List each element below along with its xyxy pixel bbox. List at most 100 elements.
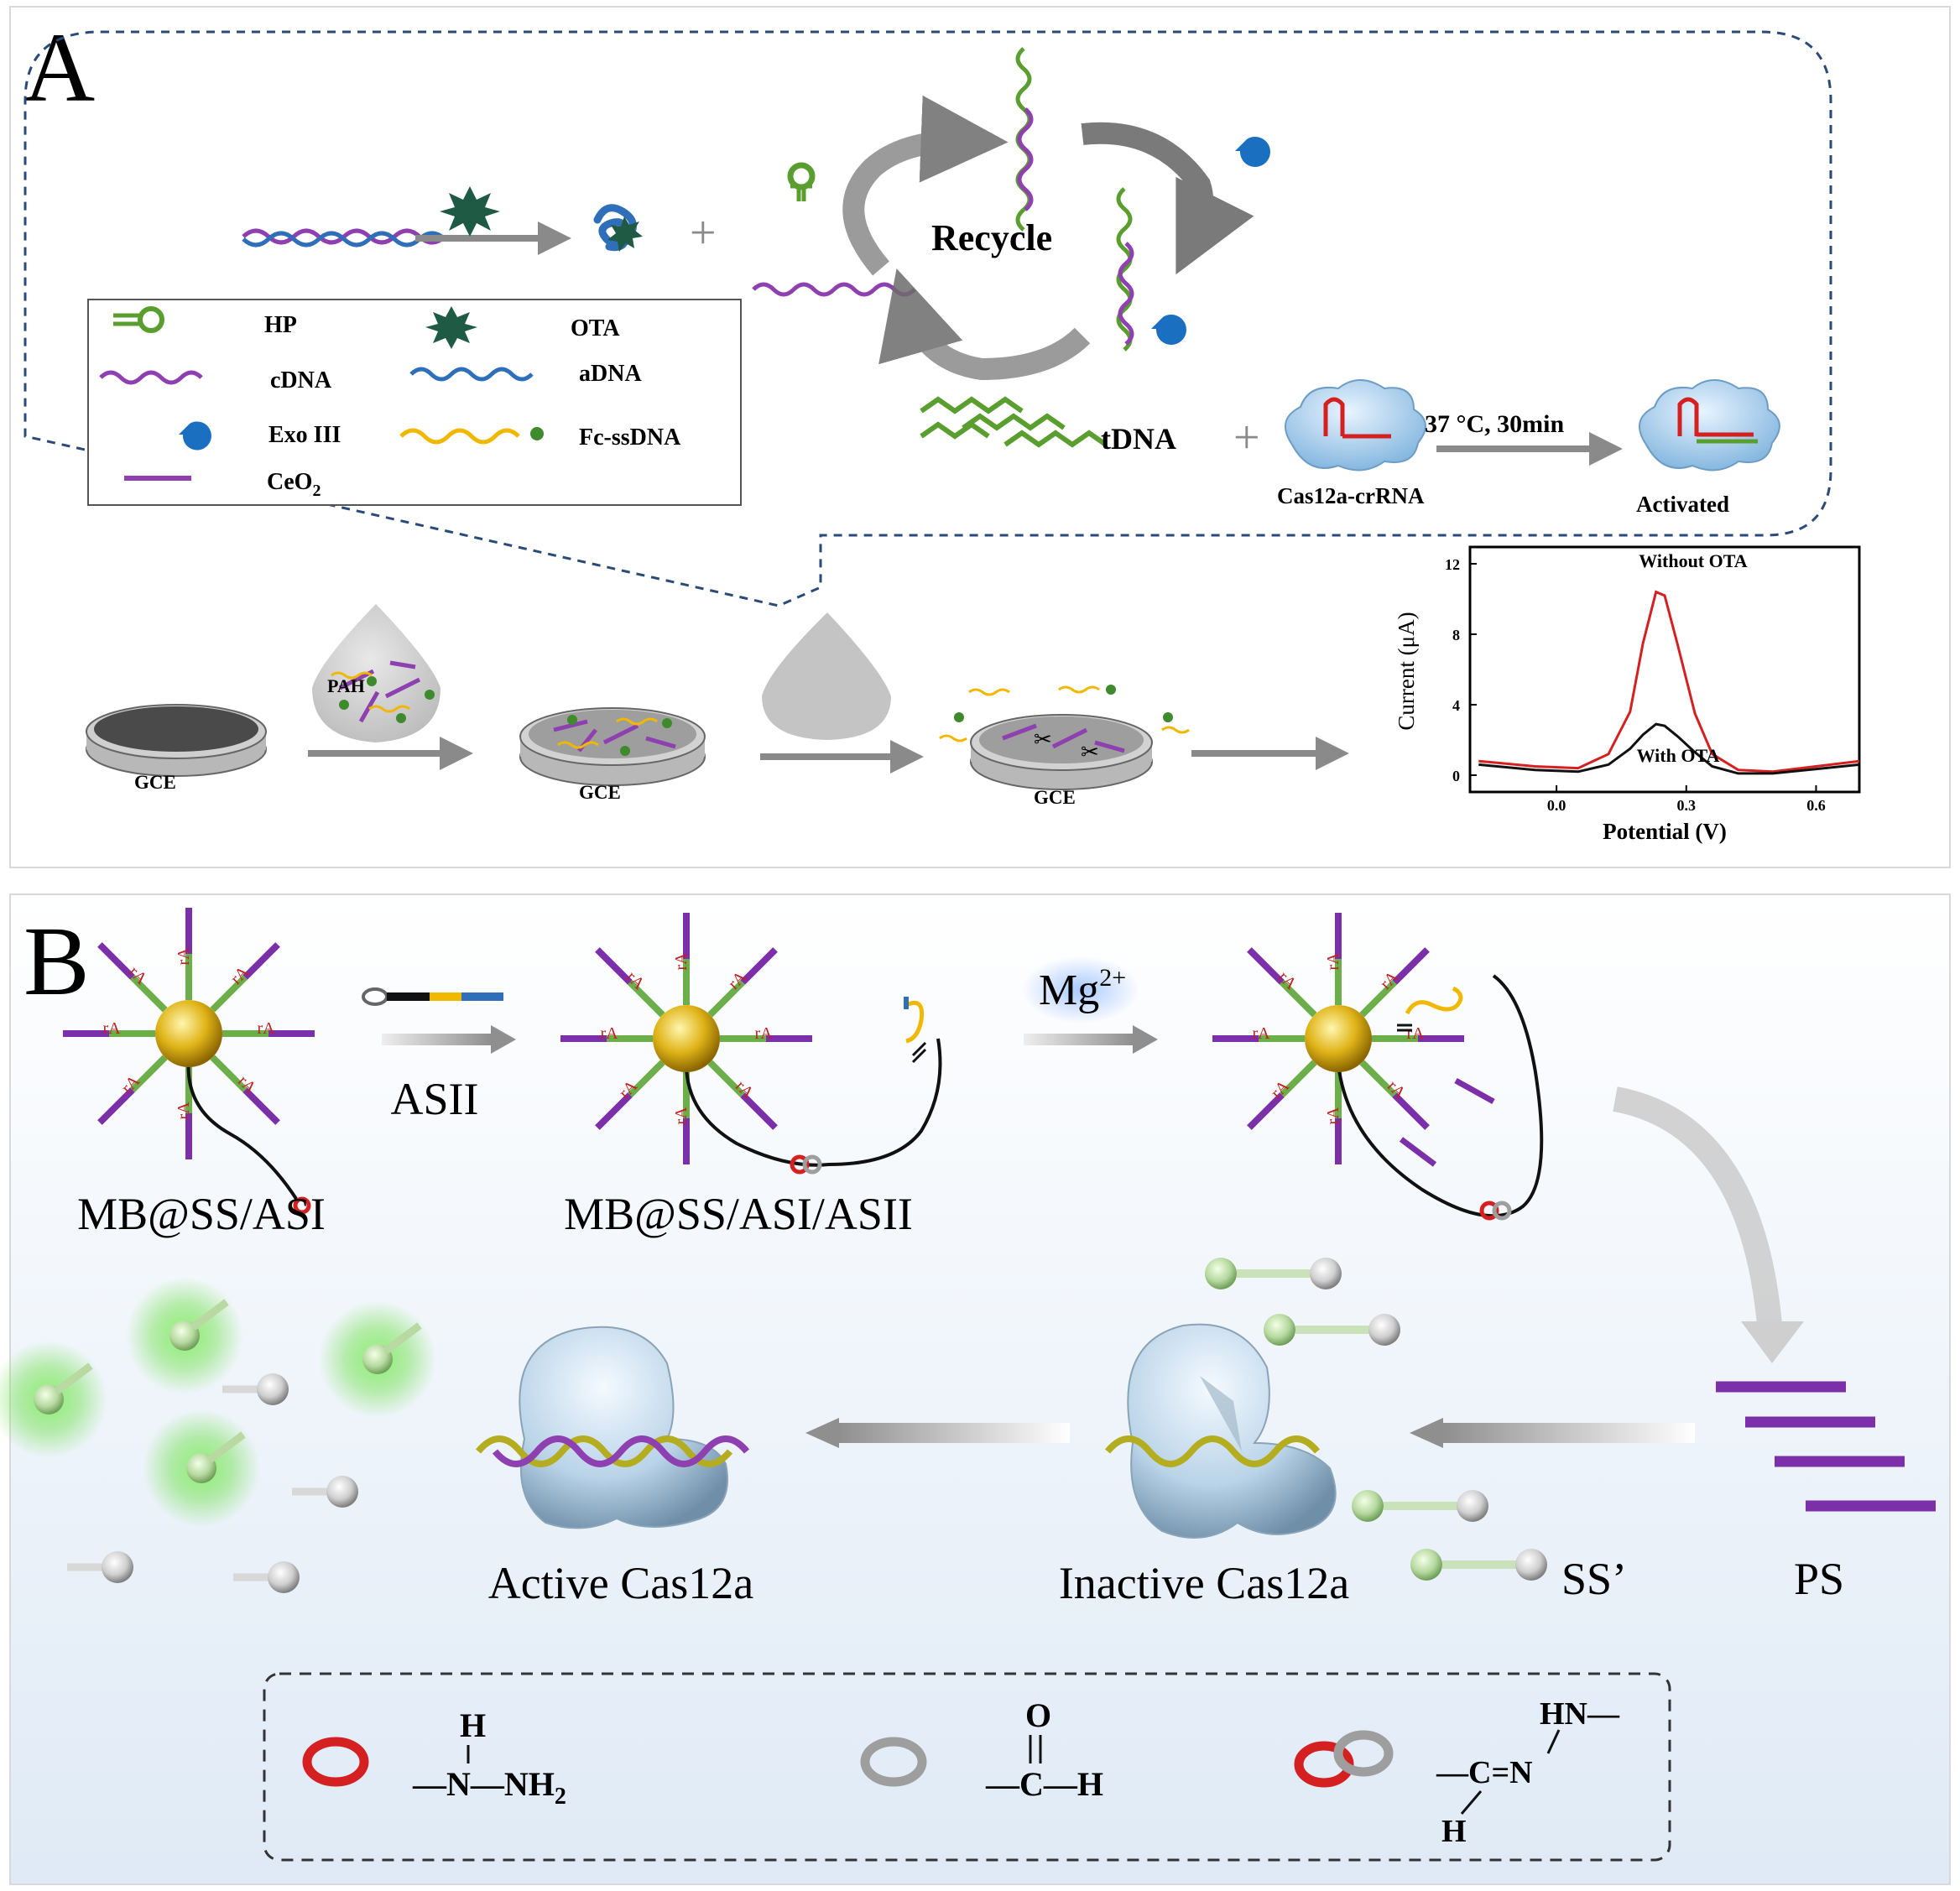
linked-rings-icon	[1294, 1730, 1394, 1788]
panel-b-letter: B	[23, 906, 90, 1016]
arrow-ps-binding-head	[1410, 1418, 1443, 1448]
aptamer-ota-complex-icon	[593, 204, 643, 252]
dashed-outline	[23, 30, 1832, 607]
spoke-ps	[1392, 947, 1430, 985]
inactive-cas12a-icon	[1104, 1323, 1337, 1539]
quencher-icon	[102, 1551, 133, 1583]
chart-y-tick-label: 4	[1452, 697, 1460, 714]
quencher-icon	[326, 1476, 358, 1508]
chart-y-axis-label: Current (μA)	[1394, 612, 1419, 730]
legend-exo-icon	[179, 421, 211, 451]
scissors-icon: ✂	[1034, 727, 1052, 752]
chem-hydrazone: —C=N	[1436, 1755, 1533, 1790]
spoke-ss	[627, 1060, 665, 1098]
fluorophore-linker	[55, 1362, 93, 1394]
bare-gce-electrode	[86, 704, 267, 777]
legend-cdna-icon	[99, 370, 203, 385]
ra-label: rA	[600, 1024, 618, 1043]
inactive-cas12a-label: Inactive Cas12a	[1059, 1558, 1349, 1608]
recycle-label: Recycle	[931, 217, 1052, 258]
arrow-asii-head	[491, 1025, 516, 1054]
spoke-ss	[1359, 979, 1398, 1018]
panel-a: A + Recycle	[9, 6, 1951, 868]
active-cas12a-label: Active Cas12a	[488, 1558, 753, 1608]
fluorophore-linker	[207, 1431, 246, 1463]
fluorophore-linker	[190, 1299, 229, 1331]
reporter-fluorophore-icon	[1205, 1258, 1237, 1289]
legend-adna-label: aDNA	[579, 361, 642, 387]
gce-label-1: GCE	[134, 772, 176, 793]
spoke-ps	[242, 1087, 280, 1125]
spoke-ps	[595, 1092, 633, 1130]
ps-label: PS	[1794, 1554, 1844, 1604]
chart-label-without-ota: Without OTA	[1639, 550, 1747, 571]
ra-label: rA	[1252, 1024, 1270, 1043]
chem-aldehyde: —C—H	[985, 1765, 1103, 1803]
cas12a-crrna-label: Cas12a-crRNA	[1277, 483, 1425, 508]
ra-label: rA	[257, 1019, 275, 1038]
ss-reporters	[1205, 1258, 1547, 1581]
mg-glow	[1022, 956, 1139, 1024]
chart-y-tick-label: 0	[1452, 768, 1460, 784]
chart-x-axis-label: Potential (V)	[1603, 819, 1727, 844]
arrow-ps-binding-body	[1443, 1423, 1695, 1443]
arrow-asii-body	[382, 1034, 491, 1045]
ra-label: rA	[672, 1107, 691, 1125]
ra-label: rA	[1324, 1107, 1342, 1125]
released-fc-ssdna	[939, 685, 1190, 742]
arrow-activation-head	[805, 1418, 839, 1448]
spoke-ps	[740, 1092, 778, 1130]
chart-y-ticks: 0 4 8 12	[1445, 556, 1477, 784]
reporter-fluorophore-icon	[1352, 1490, 1384, 1522]
chart-y-tick-label: 8	[1452, 627, 1460, 643]
chart-series-with-ota-line	[1478, 722, 1860, 775]
spoke-ss	[707, 1060, 746, 1098]
spoke-ss	[1279, 979, 1317, 1018]
reporter-fluorophore-icon	[1264, 1314, 1295, 1346]
tdna-label: tDNA	[1101, 422, 1176, 456]
reaction-condition-label: 37 °C, 30min	[1425, 410, 1564, 438]
modified-gce-electrode	[519, 707, 706, 786]
hp-hairpin-icon	[787, 162, 816, 201]
legend-hp-label: HP	[264, 312, 297, 338]
chart-plot-area	[1468, 545, 1861, 794]
cleaved-gce-electrode: ✂ ✂	[970, 714, 1153, 790]
arrow-activation-body	[839, 1423, 1070, 1443]
cdna-adna-duplex	[242, 228, 446, 247]
chart-series-without-ota-line	[1478, 590, 1860, 774]
spoke-ps	[740, 947, 778, 985]
chart-x-tick-label: 0.0	[1547, 797, 1566, 814]
asii-probe-icon	[362, 987, 503, 1006]
ra-label: rA	[1406, 1024, 1425, 1043]
quencher-icon	[257, 1373, 289, 1405]
reporter-quencher-icon	[1515, 1549, 1547, 1581]
ss-label: SS’	[1561, 1554, 1627, 1604]
ra-label: rA	[672, 952, 691, 971]
spoke-ps	[1247, 947, 1285, 985]
legend-hp-icon	[113, 306, 164, 333]
spoke-ps	[97, 942, 135, 980]
recycle-arrows	[842, 95, 1254, 381]
mg-ion-label: Mg2+	[1039, 964, 1126, 1014]
spoke-ps	[1247, 1092, 1285, 1130]
pah-label: PAH	[327, 675, 365, 696]
cleaved-fluorescent-reporters	[0, 1277, 436, 1593]
ra-label: rA	[175, 947, 193, 966]
tdna-strands	[920, 396, 1108, 448]
fluorophore-icon	[362, 1344, 393, 1374]
legend-ceo2-label: CeO2	[267, 469, 321, 500]
legend: HP OTA cDNA aDNA Exo III Fc-ssDNA CeO2	[87, 299, 742, 506]
mb-ss-asi-label: MB@SS/ASI	[77, 1189, 326, 1239]
ota-star-icon	[440, 186, 500, 237]
pah-ceo2-drop	[312, 604, 440, 742]
legend-box	[87, 299, 742, 506]
chart-y-tick-label: 12	[1445, 556, 1460, 573]
legend-cdna-label: cDNA	[270, 367, 332, 393]
chart-label-with-ota: With OTA	[1637, 745, 1720, 766]
fluorophore-linker	[383, 1322, 422, 1354]
